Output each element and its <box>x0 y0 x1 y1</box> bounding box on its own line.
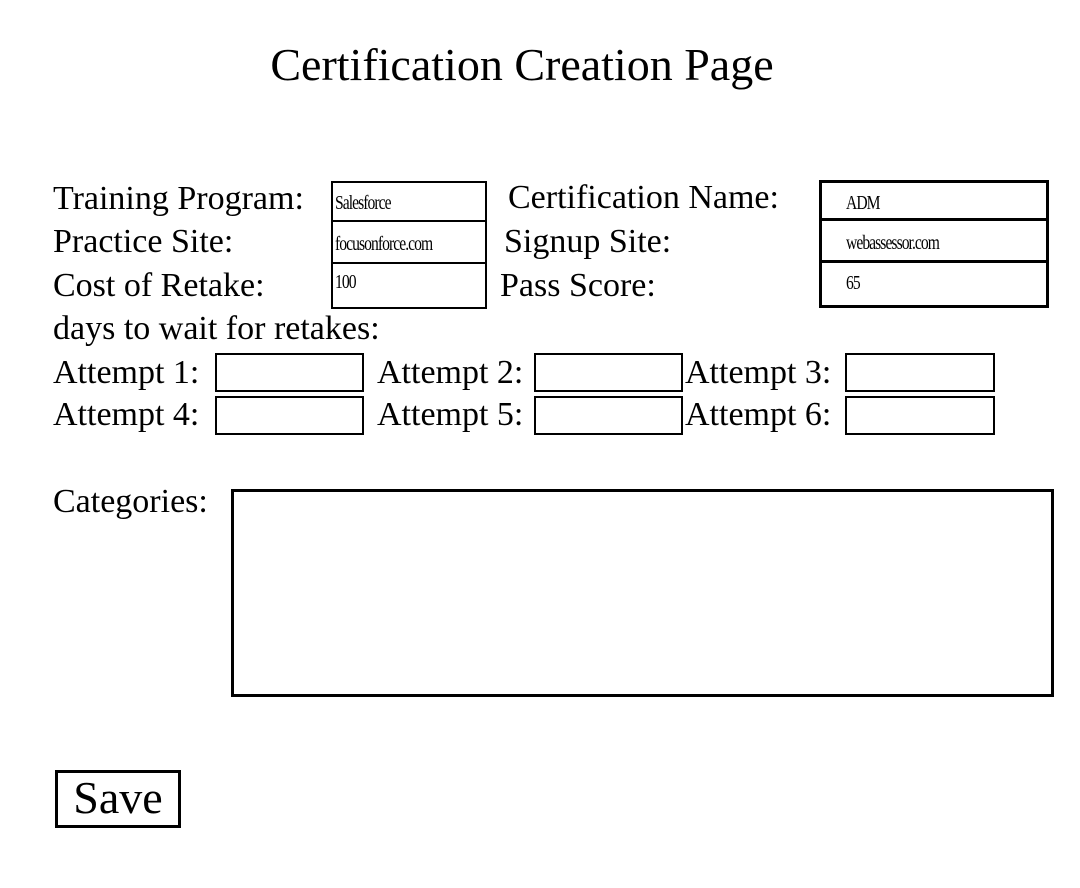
training-program-label: Training Program: <box>53 180 304 217</box>
attempt-5-input[interactable] <box>534 396 683 435</box>
save-button[interactable]: Save <box>55 770 181 828</box>
pass-score-value: 65 <box>846 272 861 294</box>
cost-of-retake-label: Cost of Retake: <box>53 267 265 304</box>
practice-site-value: focusonforce.com <box>335 233 433 255</box>
cost-of-retake-input[interactable]: 100 <box>331 262 487 309</box>
training-program-value: Salesforce <box>335 192 392 214</box>
signup-site-value: webassessor.com <box>846 232 940 254</box>
attempt-1-input[interactable] <box>215 353 364 392</box>
attempt-2-label: Attempt 2: <box>377 354 524 391</box>
attempt-1-label: Attempt 1: <box>53 354 200 391</box>
attempt-4-input[interactable] <box>215 396 364 435</box>
attempt-5-label: Attempt 5: <box>377 396 524 433</box>
attempt-3-input[interactable] <box>845 353 995 392</box>
attempt-6-label: Attempt 6: <box>685 396 832 433</box>
signup-site-label: Signup Site: <box>504 223 672 260</box>
certification-name-input[interactable]: ADM <box>819 180 1049 221</box>
categories-label: Categories: <box>53 483 208 520</box>
certification-name-label: Certification Name: <box>508 179 779 216</box>
pass-score-input[interactable]: 65 <box>819 260 1049 308</box>
certification-name-value: ADM <box>846 192 881 214</box>
pass-score-label: Pass Score: <box>500 267 656 304</box>
signup-site-input[interactable]: webassessor.com <box>819 218 1049 263</box>
practice-site-input[interactable]: focusonforce.com <box>331 220 487 264</box>
attempt-6-input[interactable] <box>845 396 995 435</box>
categories-textarea[interactable] <box>231 489 1054 697</box>
attempt-2-input[interactable] <box>534 353 683 392</box>
attempt-3-label: Attempt 3: <box>685 354 832 391</box>
practice-site-label: Practice Site: <box>53 223 234 260</box>
retakes-heading: days to wait for retakes: <box>53 310 380 347</box>
training-program-input[interactable]: Salesforce <box>331 181 487 222</box>
cost-of-retake-value: 100 <box>335 271 357 293</box>
page-title: Certification Creation Page <box>270 39 774 90</box>
attempt-4-label: Attempt 4: <box>53 396 200 433</box>
